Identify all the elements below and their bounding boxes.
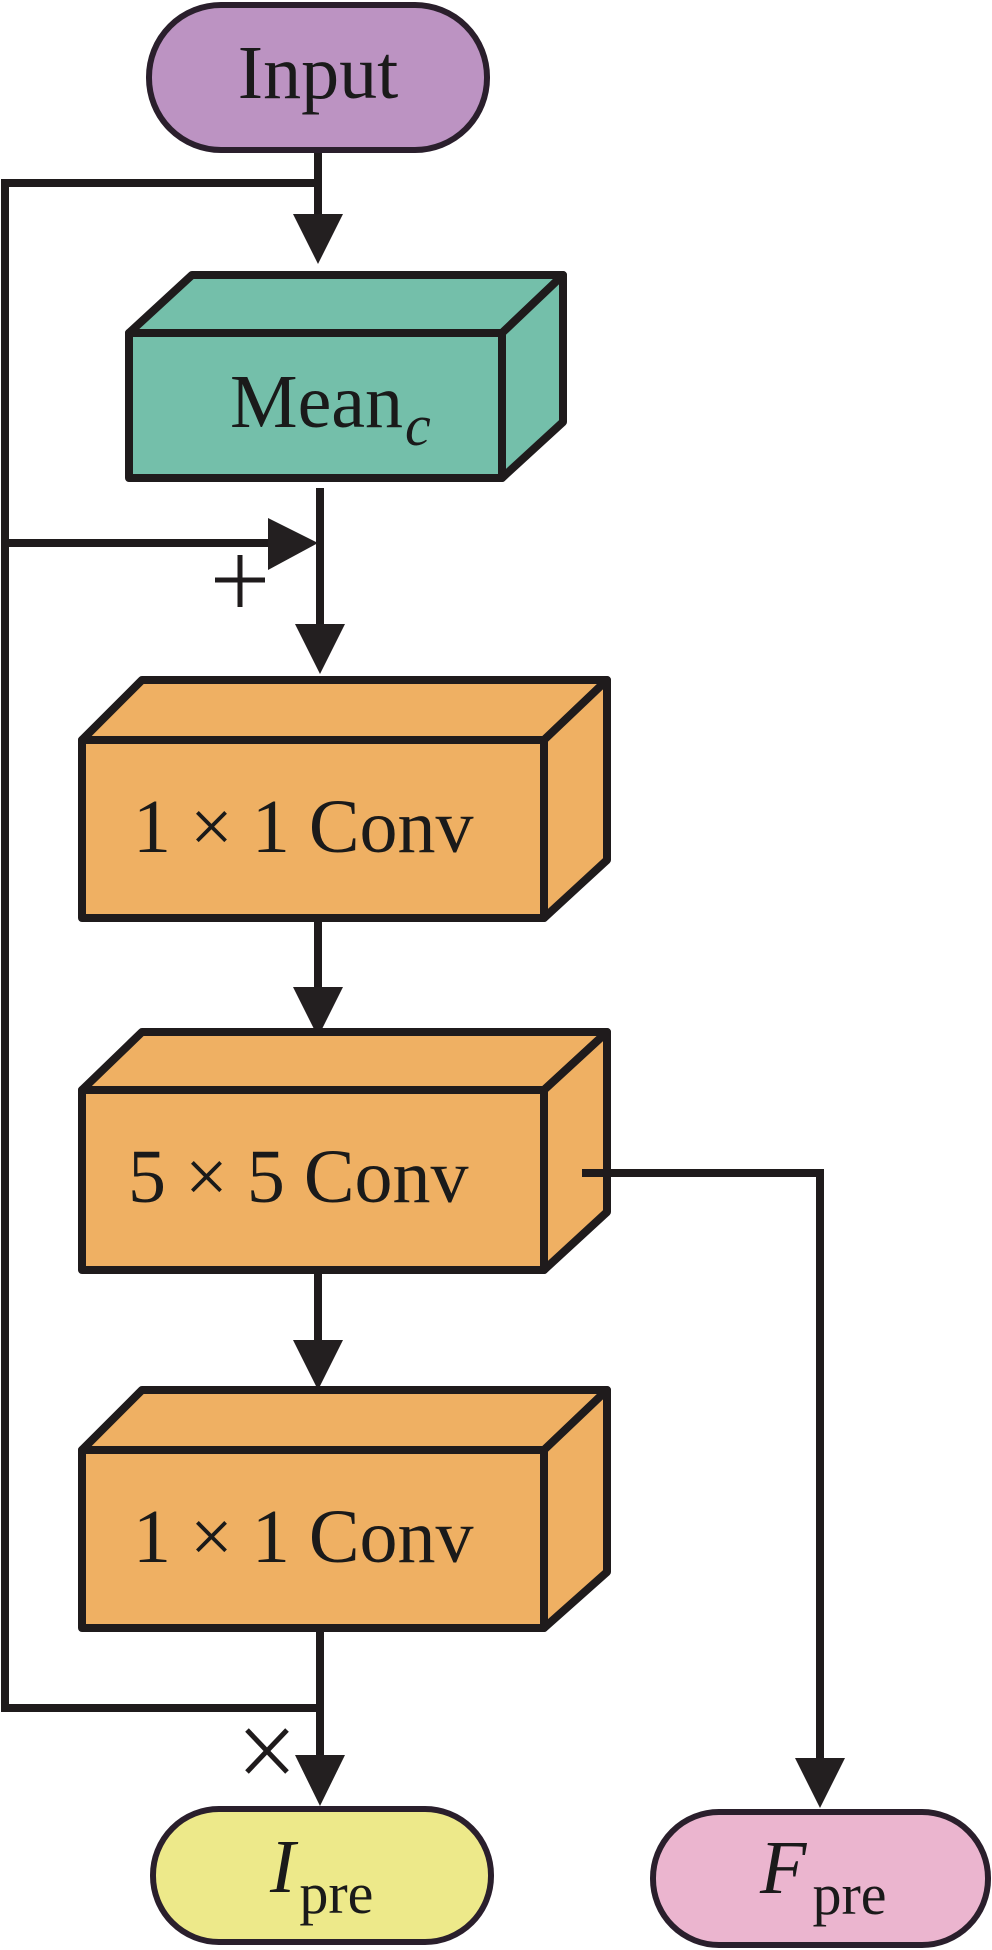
edge-skip-loop: [1, 179, 318, 1712]
edge-conv2-to-fpre: [582, 1169, 824, 1775]
conv3-label: 1 × 1 Conv: [133, 1495, 474, 1579]
conv2-box-front: [78, 1086, 548, 1274]
conv1-box-top: [78, 676, 611, 744]
arrowhead-to-conv1: [295, 624, 345, 674]
conv1-node: 1 × 1 Conv: [78, 676, 611, 922]
ipre-label: Ipre: [269, 1825, 373, 1926]
conv3-box-top: [78, 1386, 611, 1454]
conv2-label: 5 × 5 Conv: [128, 1135, 469, 1219]
ipre-label-main: I: [269, 1825, 299, 1909]
arrowhead-to-fpre: [795, 1758, 845, 1808]
conv3-box-front: [78, 1446, 548, 1632]
multiply-operator: [245, 1728, 289, 1774]
input-pill: [146, 2, 490, 153]
mean-label-subscript: c: [405, 393, 431, 458]
arrowhead-input-to-mean: [293, 214, 343, 264]
fpre-pill: [650, 1809, 991, 1948]
conv3-node: 1 × 1 Conv: [78, 1386, 611, 1632]
mean-label-text: Mean: [230, 360, 403, 444]
mean-label: Meanc: [230, 360, 431, 458]
ipre-node: Ipre: [150, 1806, 494, 1945]
conv1-box-front: [78, 736, 548, 922]
fpre-label-main: F: [759, 1826, 808, 1910]
mean-box-front: [125, 329, 506, 482]
input-label: Input: [238, 31, 398, 115]
arrowhead-skip-to-add: [268, 518, 318, 570]
ipre-label-subscript: pre: [299, 1861, 373, 1926]
conv2-node: 5 × 5 Conv: [78, 1028, 611, 1274]
add-operator: [215, 555, 265, 607]
conv2-box-top: [78, 1028, 611, 1094]
fpre-label-subscript: pre: [812, 1862, 886, 1927]
arrowhead-to-conv2: [293, 987, 343, 1037]
input-node: Input: [146, 2, 490, 153]
ipre-pill: [150, 1806, 494, 1945]
arrowhead-to-conv3: [293, 1340, 343, 1390]
mean-box-top: [125, 271, 567, 337]
mean-node: Meanc: [125, 271, 567, 482]
arrowhead-to-ipre: [295, 1755, 345, 1806]
conv1-label: 1 × 1 Conv: [133, 785, 474, 869]
